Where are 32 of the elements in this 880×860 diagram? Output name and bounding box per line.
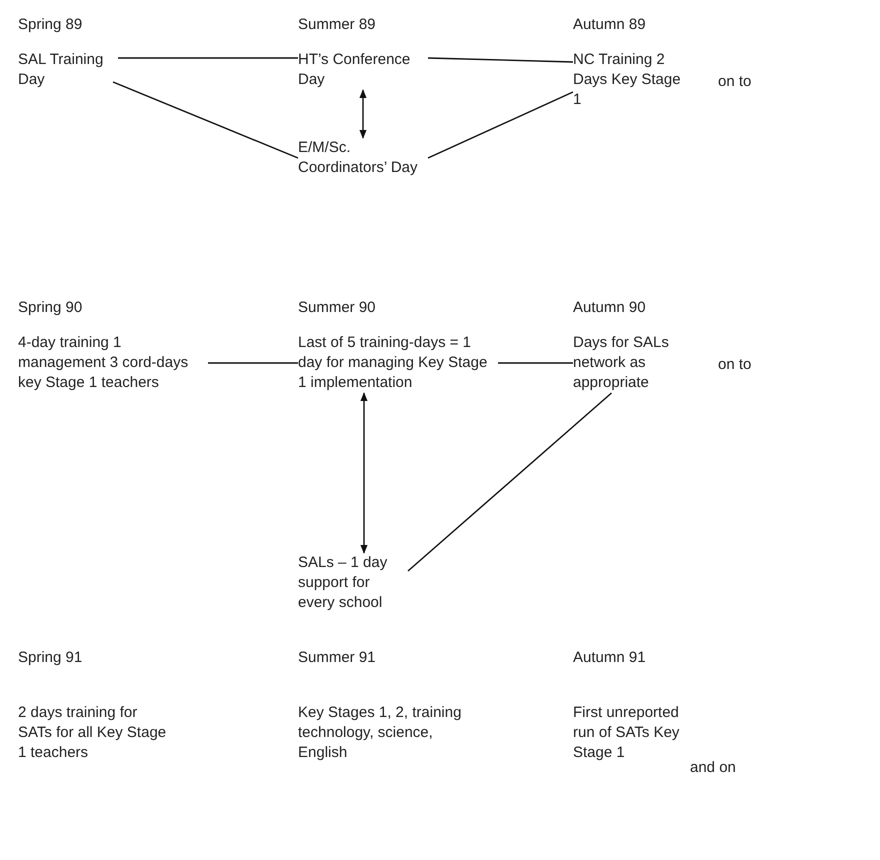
connector-line: [208, 362, 298, 364]
term-heading: Summer 89: [298, 15, 376, 35]
node-text: 2 days training for SATs for all Key Stage 1 teachers: [18, 703, 168, 763]
continuation-note: on to: [718, 355, 752, 375]
node-text: NC Training 2 Days Key Stage 1: [573, 50, 682, 110]
connector-line: [498, 362, 573, 364]
node-text: Key Stages 1, 2, training technology, science, English: [298, 703, 462, 763]
connector-line: [118, 57, 298, 59]
node-text: SAL Training Day: [18, 50, 104, 90]
term-heading: Autumn 90: [573, 298, 646, 318]
term-heading: Autumn 91: [573, 648, 646, 668]
term-heading: Spring 91: [18, 648, 82, 668]
double-arrow: [360, 392, 368, 554]
node-text: First unreported run of SATs Key Stage 1: [573, 703, 680, 763]
node-text: Days for SALs network as appropriate: [573, 333, 670, 393]
connector-line: [428, 91, 574, 159]
term-heading: Summer 90: [298, 298, 376, 318]
term-heading: Spring 89: [18, 15, 82, 35]
continuation-note: on to: [718, 72, 752, 92]
term-heading: Summer 91: [298, 648, 376, 668]
connector-line: [112, 81, 298, 159]
connector-line: [408, 392, 612, 572]
node-text: E/M/Sc. Coordinators’ Day: [298, 138, 418, 178]
double-arrow: [359, 89, 367, 139]
connector-line: [428, 57, 574, 63]
continuation-note: and on: [690, 758, 736, 778]
node-text: HT’s Conference Day: [298, 50, 412, 90]
node-text: 4-day training 1 management 3 cord-days key Stage 1 teachers: [18, 333, 190, 393]
node-text: Last of 5 training-days = 1 day for managing Key Stage 1 implementation: [298, 333, 488, 393]
node-text: SALs – 1 day support for every school: [298, 553, 388, 613]
term-heading: Autumn 89: [573, 15, 646, 35]
term-heading: Spring 90: [18, 298, 82, 318]
